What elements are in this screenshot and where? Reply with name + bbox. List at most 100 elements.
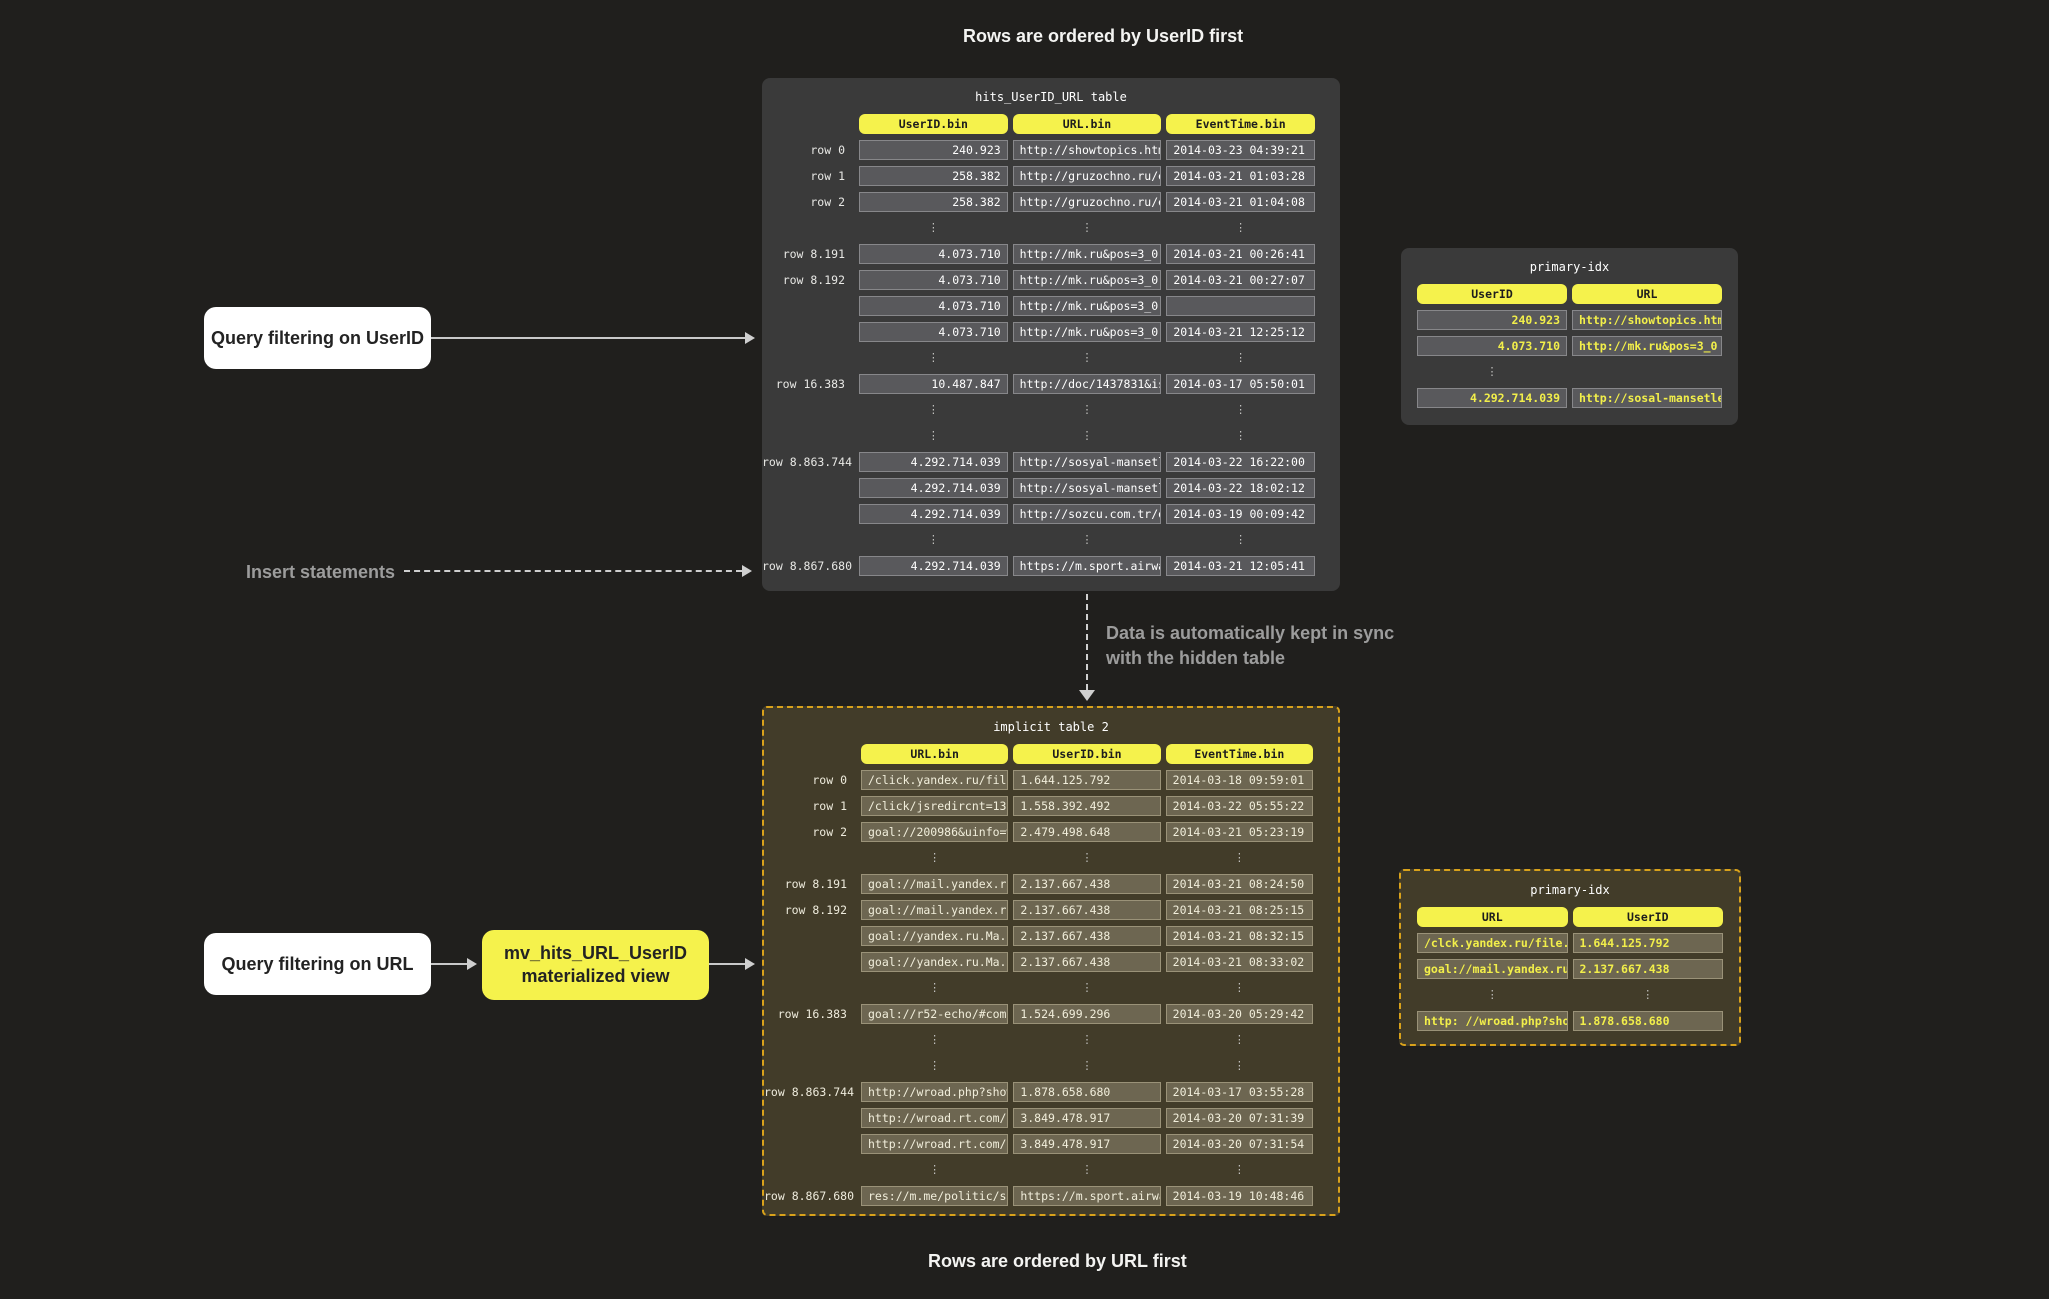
table-cell: goal://mail.yandex.ru/Ma... xyxy=(861,874,1009,894)
table-cell: http://wroad.php?show/7... xyxy=(861,1082,1009,1102)
row-label-spacer xyxy=(762,114,854,134)
table-cell: http://sosyal-mansetleri... xyxy=(1012,478,1162,498)
column-header: UserID xyxy=(1417,284,1567,304)
table-cell: http://wroad.rt.com/tr/... xyxy=(861,1134,1009,1154)
table-cell: 3.849.478.917 xyxy=(1013,1108,1161,1128)
ellipsis-icon: ⋮ xyxy=(1233,1059,1245,1072)
table-cell: 4.073.710 xyxy=(859,322,1008,342)
arrow-sync-line xyxy=(1086,594,1088,690)
row-label xyxy=(764,952,856,972)
table-body: URL.bin UserID.bin EventTime.bin row 0/c… xyxy=(764,744,1338,1206)
primary-idx-url-table: primary-idx URL UserID /clck.yandex.ru/f… xyxy=(1399,869,1741,1046)
ellipsis-row: ⋮⋮⋮ xyxy=(764,978,1313,998)
table-cell: http://sosyal-mansetleri... xyxy=(1012,452,1162,472)
row-label: row 8.867.680 xyxy=(762,559,853,573)
table-cell: /click/jsredircnt=1395412... xyxy=(861,796,1009,816)
caption-ordered-by-userid: Rows are ordered by UserID first xyxy=(963,26,1244,46)
table-row: row 1258.382http://gruzochno.ru/ekat...2… xyxy=(762,166,1316,186)
table-title: primary-idx xyxy=(1530,883,1610,897)
row-label xyxy=(764,1134,856,1154)
table-cell: 1.524.699.296 xyxy=(1013,1004,1161,1024)
table-title: implicit table 2 xyxy=(993,720,1109,734)
table-cell: 2014-03-21 12:05:41 xyxy=(1166,556,1316,576)
row-label xyxy=(762,504,854,524)
table-cell: 2014-03-21 12:25:12 xyxy=(1166,322,1316,342)
table-row: row 8.191goal://mail.yandex.ru/Ma...2.13… xyxy=(764,874,1313,894)
row-label: row 16.383 xyxy=(775,377,845,391)
row-label xyxy=(764,1030,856,1050)
column-header: URL.bin xyxy=(861,744,1009,764)
header-row: URL UserID xyxy=(1417,907,1723,927)
table-row: http://wroad.rt.com/tr/...3.849.478.9172… xyxy=(764,1108,1313,1128)
query-filtering-url-box: Query filtering on URL xyxy=(204,933,431,995)
table-cell: http://wroad.rt.com/tr/... xyxy=(861,1108,1009,1128)
ellipsis-row: ⋮⋮⋮ xyxy=(762,218,1315,238)
row-label xyxy=(764,1160,856,1180)
table-row: row 16.383goal://r52-echo/#compose...1.5… xyxy=(764,1004,1313,1024)
table-cell: 240.923 xyxy=(859,140,1008,160)
table-cell: goal://200986&uinfo=wn-1... xyxy=(861,822,1009,842)
table-cell: http://showtopics.html%3... xyxy=(1572,310,1722,330)
column-header: UserID.bin xyxy=(859,114,1008,134)
table-row: row 8.867.680res://m.me/politic/stati...… xyxy=(764,1186,1313,1206)
table-cell: http://showtopics.html%3... xyxy=(1012,140,1162,160)
header-row: UserID.bin URL.bin EventTime.bin xyxy=(762,114,1316,134)
ellipsis-row: ⋮⋮⋮ xyxy=(764,1030,1313,1050)
table-cell: http://mk.ru&pos=3_0 xyxy=(1012,322,1162,342)
row-label: row 1 xyxy=(810,169,845,183)
table-title: primary-idx xyxy=(1529,260,1610,274)
table-cell xyxy=(1166,296,1316,316)
ellipsis-row: ⋮⋮⋮ xyxy=(762,530,1315,550)
row-label: row 8.192 xyxy=(784,903,847,917)
table-cell: 4.073.710 xyxy=(1417,336,1567,356)
table-cell: http://gruzochno.ru/ekat... xyxy=(1012,192,1162,212)
table-cell: 2014-03-17 03:55:28 xyxy=(1165,1082,1313,1102)
arrow-insert-line xyxy=(404,570,742,572)
row-label: row 8.191 xyxy=(782,247,845,261)
ellipsis-icon: ⋮ xyxy=(1081,533,1093,546)
ellipsis-icon: ⋮ xyxy=(1081,403,1093,416)
table-cell: 2.137.667.438 xyxy=(1572,959,1723,979)
sync-note-line2: with the hidden table xyxy=(1106,648,1285,668)
ellipsis-icon: ⋮ xyxy=(1233,851,1245,864)
ellipsis-icon: ⋮ xyxy=(1081,429,1093,442)
table-row: 4.292.714.039http://sosal-mansetleri... xyxy=(1417,388,1722,408)
table-cell: 2014-03-21 08:24:50 xyxy=(1165,874,1313,894)
insert-statements-label: Insert statements xyxy=(246,562,396,582)
materialized-view-box: mv_hits_URL_UserID materialized view xyxy=(482,930,709,1000)
row-label: row 8.192 xyxy=(782,273,845,287)
table-cell: 4.073.710 xyxy=(859,296,1008,316)
table-cell: 2014-03-19 00:09:42 xyxy=(1166,504,1316,524)
arrow-mv-head-icon xyxy=(745,958,755,970)
table-cell: /click.yandex.ru/file.co ... xyxy=(861,770,1009,790)
table-cell: 2014-03-17 05:50:01 xyxy=(1166,374,1316,394)
table-cell: https://m.sport.airway/? xyxy=(1012,556,1162,576)
table-rows: /clck.yandex.ru/file.com...1.644.125.792… xyxy=(1417,933,1723,1031)
row-label xyxy=(762,426,854,446)
row-label: row 8.863.744 xyxy=(762,455,853,469)
row-label: row 2 xyxy=(812,825,847,839)
table-cell: 1.644.125.792 xyxy=(1572,933,1723,953)
column-header: EventTime.bin xyxy=(1166,114,1316,134)
table-cell: 2014-03-21 00:26:41 xyxy=(1166,244,1316,264)
table-row: goal://mail.yandex.ru/Ma...2.137.667.438 xyxy=(1417,959,1723,979)
row-label: row 1 xyxy=(812,799,847,813)
table-cell: http://doc/1437831&is_mo... xyxy=(1012,374,1162,394)
table-cell: 2014-03-21 00:27:07 xyxy=(1166,270,1316,290)
table-row: row 8.863.744http://wroad.php?show/7...1… xyxy=(764,1082,1313,1102)
ellipsis-row: ⋮⋮⋮ xyxy=(762,348,1315,368)
table-cell: 10.487.847 xyxy=(859,374,1008,394)
row-label: row 0 xyxy=(812,773,847,787)
table-row: 240.923http://showtopics.html%3... xyxy=(1417,310,1722,330)
table-cell: 2014-03-20 07:31:54 xyxy=(1165,1134,1313,1154)
table-cell: http://sozcu.com.tr/oaut xyxy=(1012,504,1162,524)
row-label: row 8.863.744 xyxy=(764,1085,855,1099)
table-cell: 2014-03-21 08:33:02 xyxy=(1165,952,1313,972)
